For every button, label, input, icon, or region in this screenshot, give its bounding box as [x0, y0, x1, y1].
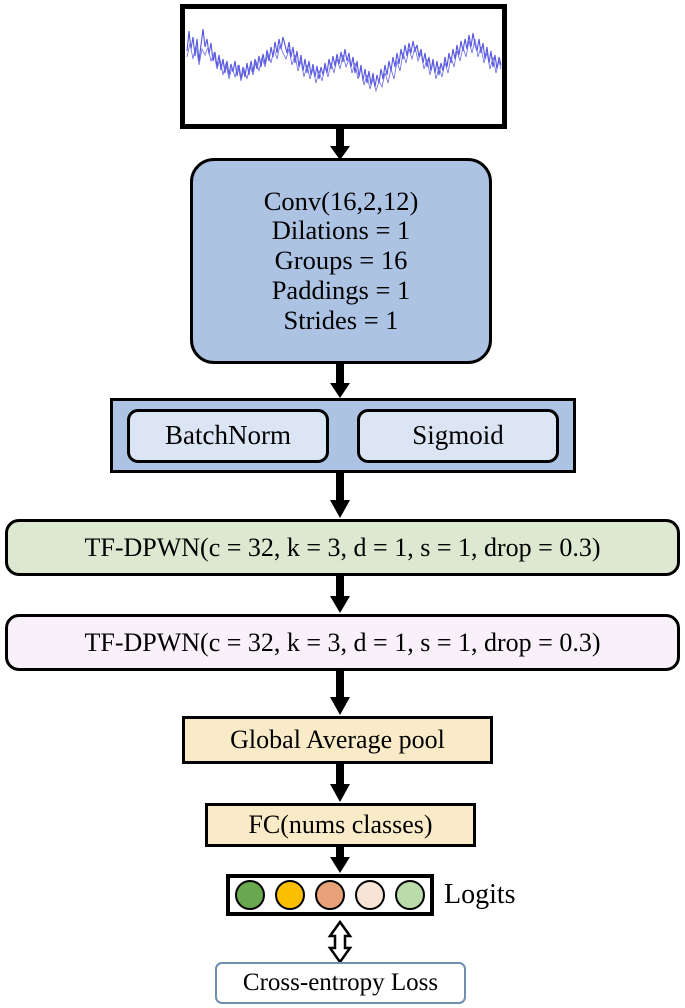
global-average-pool-block: Global Average pool — [182, 716, 493, 764]
conv-line-4: Strides = 1 — [283, 304, 399, 335]
arrow-head-norm-dpwn1 — [330, 500, 350, 518]
fully-connected-block: FC(nums classes) — [205, 803, 476, 847]
logits-row — [226, 874, 434, 916]
tf-dpwn-block-1: TF-DPWN(c = 32, k = 3, d = 1, s = 1, dro… — [5, 519, 680, 576]
arrow-shaft-dpwn1-dpwn2 — [336, 576, 344, 598]
arrow-shaft-plot-conv — [336, 129, 344, 148]
sigmoid-label: Sigmoid — [412, 420, 504, 451]
input-signal-plot — [180, 4, 507, 129]
signal-trace-overlay — [186, 38, 502, 93]
double-arrow-logits-loss — [327, 919, 353, 965]
sigmoid-block: Sigmoid — [357, 408, 559, 463]
arrow-shaft-norm-dpwn1 — [336, 473, 344, 502]
arrow-shaft-pool-fc — [336, 764, 344, 786]
batchnorm-block: BatchNorm — [127, 408, 329, 463]
conv-line-3: Paddings = 1 — [271, 274, 411, 305]
tf-dpwn-label-2: TF-DPWN(c = 32, k = 3, d = 1, s = 1, dro… — [84, 627, 601, 657]
global-average-pool-label: Global Average pool — [230, 725, 445, 755]
tf-dpwn-block-2: TF-DPWN(c = 32, k = 3, d = 1, s = 1, dro… — [5, 614, 680, 671]
norm-activation-band: BatchNorm Sigmoid — [110, 398, 576, 473]
logit-dot-2 — [315, 880, 345, 910]
tf-dpwn-label-1: TF-DPWN(c = 32, k = 3, d = 1, s = 1, dro… — [84, 532, 601, 562]
cross-entropy-loss-block: Cross-entropy Loss — [215, 962, 466, 1004]
fully-connected-label: FC(nums classes) — [248, 810, 433, 840]
signal-trace — [186, 28, 502, 88]
conv-line-0: Conv(16,2,12) — [263, 185, 419, 216]
signal-waveform-svg — [186, 28, 502, 93]
arrow-head-dpwn2-pool — [330, 697, 350, 715]
arrow-head-pool-fc — [330, 784, 350, 802]
arrow-shaft-fc-logits — [336, 847, 344, 859]
cross-entropy-loss-label: Cross-entropy Loss — [242, 969, 439, 996]
arrow-head-dpwn1-dpwn2 — [330, 596, 350, 613]
arrow-shaft-conv-norm — [336, 364, 344, 385]
logit-dot-3 — [355, 880, 385, 910]
conv-block: Conv(16,2,12) Dilations = 1 Groups = 16 … — [190, 158, 492, 364]
batchnorm-label: BatchNorm — [165, 420, 291, 451]
logit-dot-1 — [275, 880, 305, 910]
conv-line-1: Dilations = 1 — [271, 215, 411, 246]
logit-dot-0 — [235, 880, 265, 910]
arrow-shaft-dpwn2-pool — [336, 671, 344, 699]
arrow-head-fc-logits — [330, 857, 350, 873]
logits-label: Logits — [444, 879, 516, 911]
logit-dot-4 — [395, 880, 425, 910]
arrow-head-conv-norm — [330, 383, 350, 398]
conv-line-2: Groups = 16 — [274, 245, 408, 276]
